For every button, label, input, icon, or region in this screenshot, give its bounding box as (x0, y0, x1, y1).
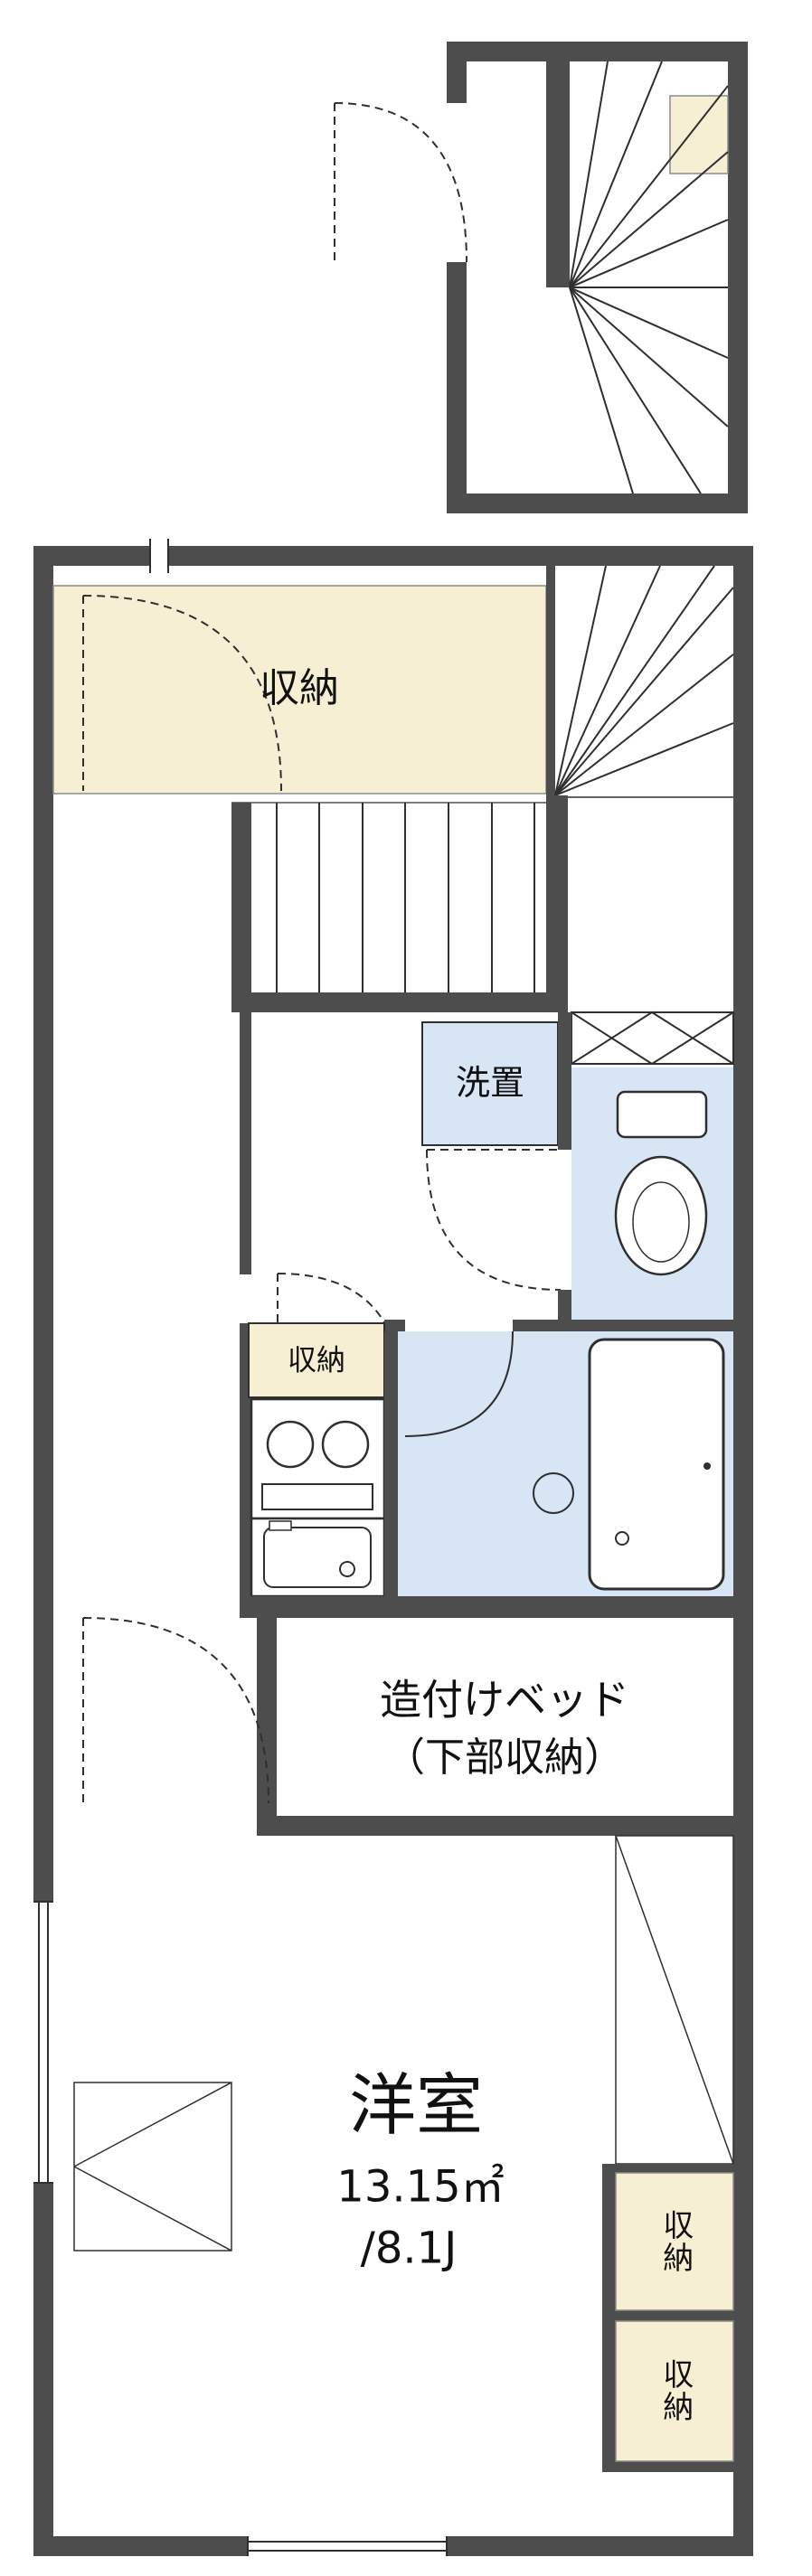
storage-top-door-arc (82, 595, 282, 792)
room-name-label: 洋室 (349, 2066, 483, 2145)
right-storage-walls (602, 2164, 733, 2472)
wall-tick-top (149, 539, 169, 573)
washer-area (421, 1021, 559, 1146)
toilet-room (558, 1012, 733, 1323)
bathroom (384, 1330, 733, 1596)
toilet-tank (616, 1090, 708, 1139)
bathtub-handle (703, 1462, 711, 1470)
washer-label: 洗置 (455, 1063, 525, 1104)
window-swing-symbol (73, 2082, 232, 2252)
room-area-jo-label: /8.1J (360, 2223, 458, 2274)
upper-shelf (669, 95, 729, 174)
western-room (73, 1835, 734, 2472)
room-area-m2-label: 13.15㎡ (336, 2161, 505, 2213)
washroom-door-arc (426, 1149, 562, 1291)
storage-top-area (52, 585, 547, 794)
stove-grill (261, 1483, 373, 1510)
main-winder-stairs (546, 565, 734, 798)
upper-winder-stairs (569, 61, 729, 494)
window-left (33, 1901, 53, 2184)
kitchen-storage-label: 収納 (287, 1342, 346, 1377)
stair-steps (276, 803, 535, 992)
kitchen-storage-area (248, 1322, 385, 1398)
sink-unit (250, 1517, 386, 1598)
right-storage-top-area (615, 2172, 734, 2311)
storage-top-label: 収納 (260, 664, 339, 711)
right-storage-bottom-label: 収納 (656, 2358, 694, 2423)
bed-label-line2: （下部収納） (385, 1734, 624, 1781)
sink-faucet (269, 1520, 292, 1531)
sink-drain (339, 1561, 355, 1577)
wash-area-drain (533, 1472, 574, 1514)
upper-stair-unit (334, 42, 748, 513)
right-storage-bottom-area (615, 2320, 734, 2462)
stove-unit (250, 1397, 386, 1520)
toilet-bowl (614, 1155, 708, 1276)
bathroom-top-wall (384, 1320, 733, 1331)
built-in-bed-room (82, 1596, 733, 1836)
right-storage-top-label: 収納 (656, 2209, 694, 2274)
upper-entry-door-arc (334, 102, 467, 263)
bathtub-drain (615, 1531, 629, 1546)
bed-room-door-arc (82, 1617, 269, 1804)
window-bottom (247, 2536, 448, 2556)
storage-top-room (52, 585, 547, 794)
bathroom-door-arc (404, 1330, 514, 1437)
hanging-cabinet (571, 1011, 734, 1065)
upper-unit-walls (447, 42, 748, 513)
toilet-seat (632, 1181, 690, 1263)
stove-burner-left (266, 1420, 315, 1469)
sink-basin (263, 1527, 372, 1588)
stair-walls (231, 795, 568, 1012)
bathtub (588, 1338, 725, 1591)
straight-stair-run (231, 795, 568, 1012)
winder-fan-lines (554, 565, 734, 796)
stove-burner-right (321, 1420, 370, 1469)
closet-column (615, 1835, 734, 2165)
bed-label-line1: 造付けベッド (380, 1675, 629, 1725)
bed-room-walls (240, 1596, 733, 1836)
